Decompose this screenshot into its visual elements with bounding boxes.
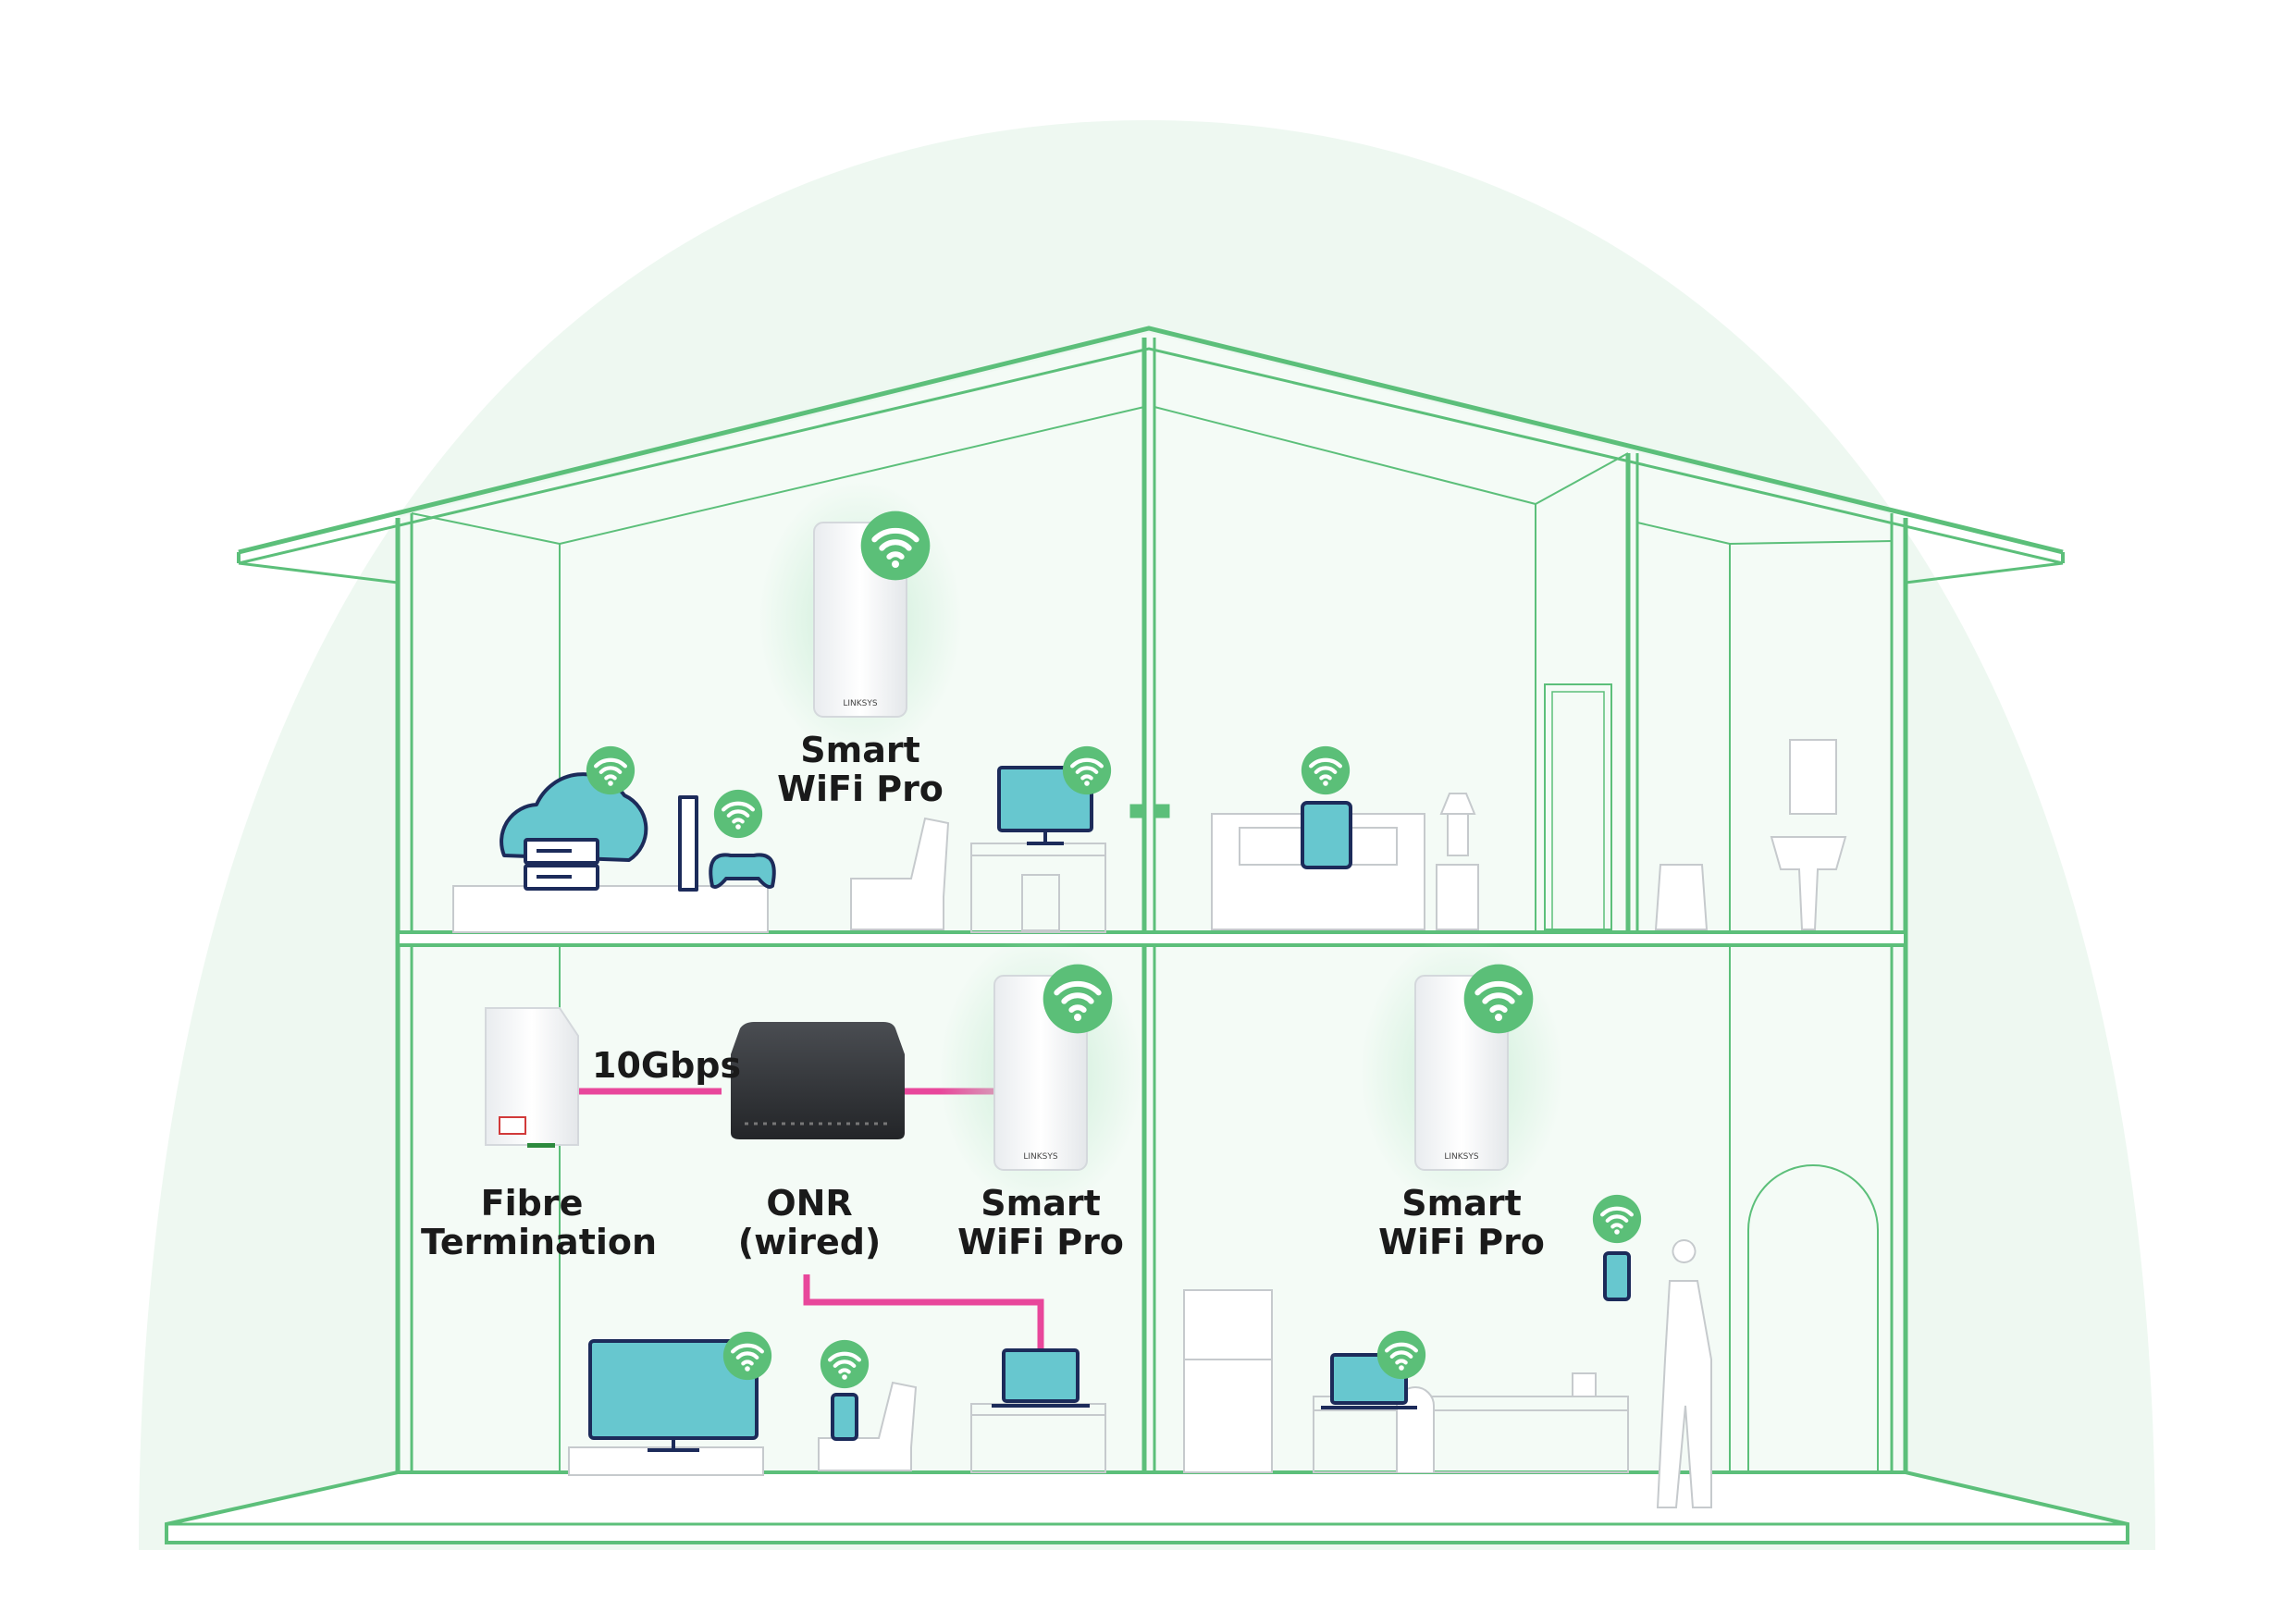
house xyxy=(165,326,2129,1544)
svg-text:LINKSYS: LINKSYS xyxy=(1444,1152,1479,1162)
svg-text:LINKSYS: LINKSYS xyxy=(843,699,878,708)
tablet-icon xyxy=(1301,801,1352,869)
fibre-termination-box xyxy=(485,1007,579,1148)
phone-icon xyxy=(1603,1251,1631,1301)
phone-icon xyxy=(831,1393,858,1441)
wifi-icon xyxy=(714,790,762,838)
onr-device xyxy=(731,1022,905,1139)
wifi-icon xyxy=(821,1340,869,1388)
game-controller-icon xyxy=(678,795,776,892)
label-smart-wifi-pro-ground-right: Smart WiFi Pro xyxy=(1378,1183,1545,1262)
wifi-icon xyxy=(1593,1195,1641,1243)
svg-text:LINKSYS: LINKSYS xyxy=(1023,1152,1058,1162)
wifi-icon xyxy=(1063,746,1111,794)
wifi-icon xyxy=(1464,965,1534,1034)
wifi-icon xyxy=(1302,746,1350,794)
wifi-icon xyxy=(723,1332,771,1380)
tv-icon xyxy=(588,1339,759,1452)
cloud-server-icon xyxy=(500,772,648,891)
label-fibre-termination: Fibre Termination xyxy=(421,1183,658,1262)
label-link-speed: 10Gbps xyxy=(592,1045,742,1086)
label-smart-wifi-pro-ground-left: Smart WiFi Pro xyxy=(957,1183,1124,1262)
wifi-icon xyxy=(861,511,931,581)
wifi-icon xyxy=(1377,1331,1425,1379)
laptop-icon xyxy=(992,1348,1090,1408)
wifi-icon xyxy=(1043,965,1113,1034)
client-devices xyxy=(500,766,1631,1452)
wifi-icon xyxy=(586,746,635,794)
label-smart-wifi-pro-upstairs: Smart WiFi Pro xyxy=(777,730,944,809)
label-onr: ONR (wired) xyxy=(737,1183,882,1262)
